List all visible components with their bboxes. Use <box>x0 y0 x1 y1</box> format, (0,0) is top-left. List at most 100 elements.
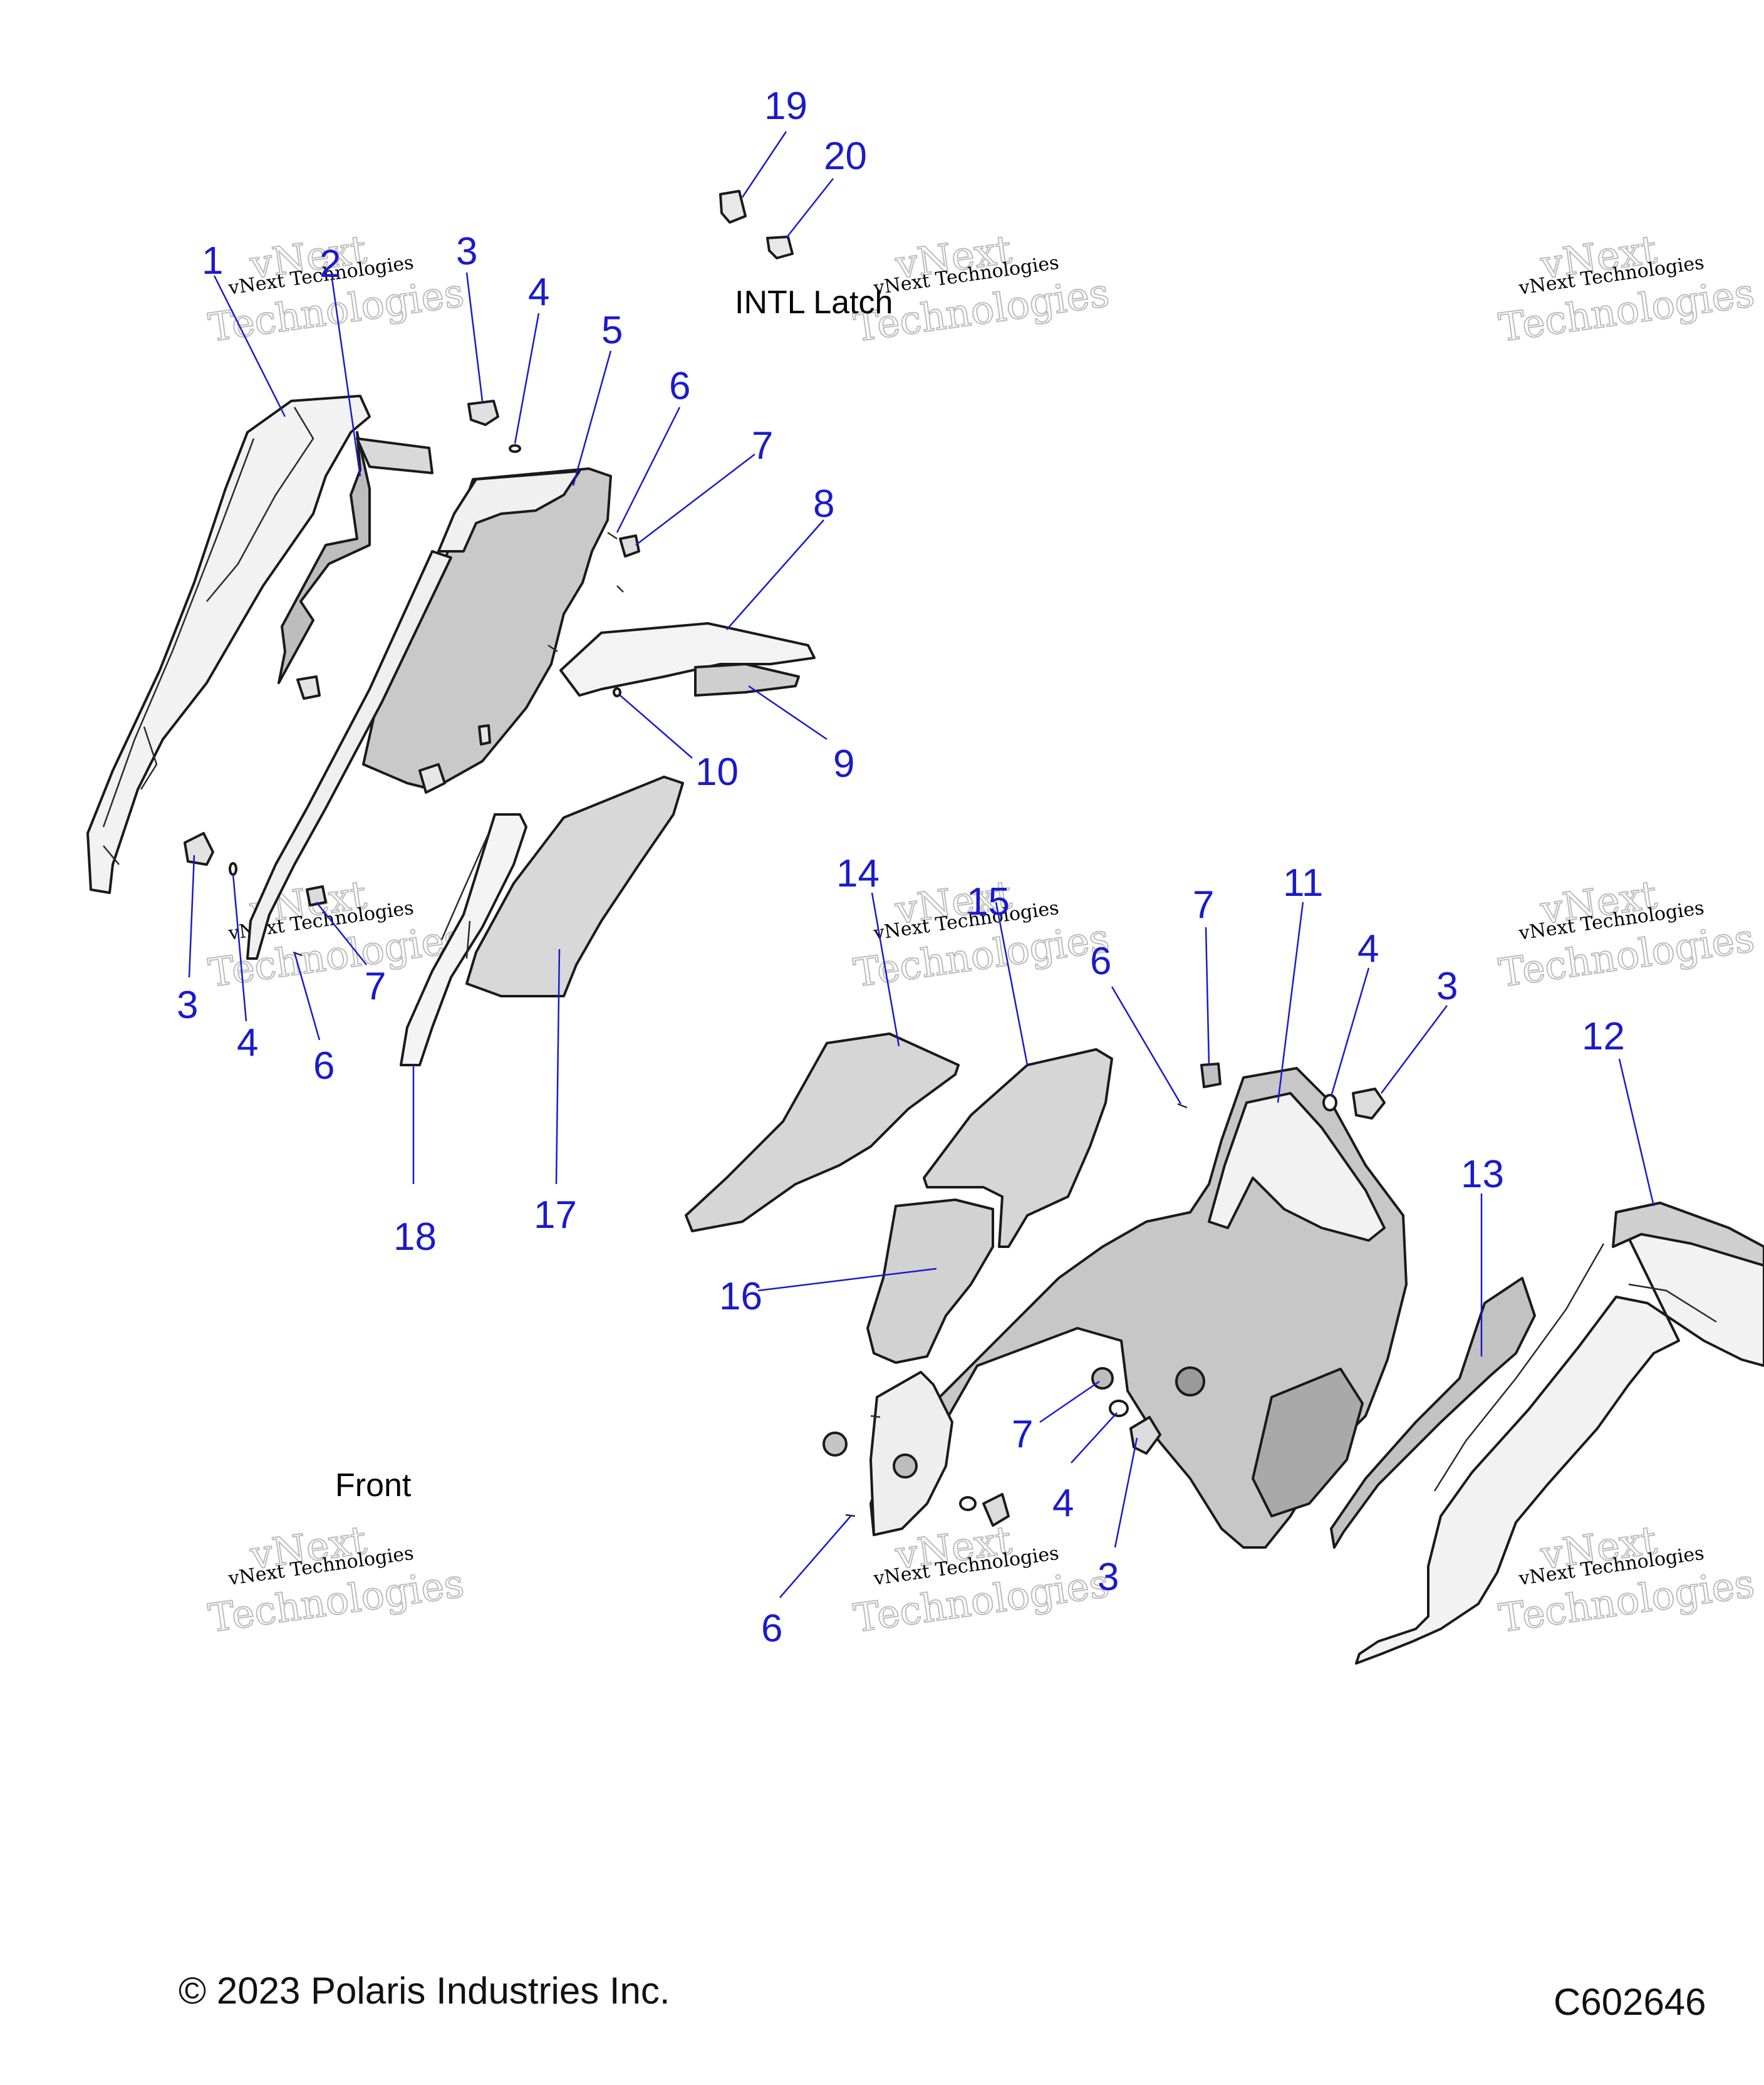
part-1-outer-side-panel <box>86 395 371 894</box>
callout-12: 12 <box>1582 1015 1625 1058</box>
callout-19: 19 <box>764 85 807 128</box>
leader-16 <box>757 1267 937 1292</box>
fastener-3-top <box>467 400 499 426</box>
leader-7a <box>635 454 755 546</box>
callout-6: 6 <box>761 1607 782 1650</box>
part-14-liner-panel <box>685 1032 960 1232</box>
callout-4: 4 <box>1357 927 1379 970</box>
part-1-panel-edge <box>103 726 158 865</box>
callout-1: 1 <box>202 239 223 283</box>
screw-6-top <box>607 531 618 540</box>
fastener-3-right-bottom <box>1129 1416 1161 1455</box>
latch-clip-small <box>478 724 491 746</box>
grommet-7-bottom <box>306 885 327 907</box>
leader-2 <box>331 278 361 477</box>
watermark-bottom-left: vNext vNext Technologies Technologies <box>205 1516 467 1641</box>
grommet-7-left <box>822 1432 848 1457</box>
watermark-top-right: vNext vNext Technologies Technologies <box>1495 226 1757 351</box>
leader-10 <box>620 695 693 759</box>
watermark-layer: vNext vNext Technologies Technologies vN… <box>205 226 1757 1641</box>
watermark-bottom-right: vNext vNext Technologies Technologies <box>1495 1516 1757 1641</box>
callout-6: 6 <box>1090 940 1111 983</box>
callout-9: 9 <box>833 742 854 786</box>
fastener-3-left <box>982 1493 1010 1527</box>
leader-9 <box>748 685 828 741</box>
part-18-inner-edge <box>440 833 490 959</box>
leader-1 <box>213 275 286 417</box>
leader-6d <box>779 1516 851 1598</box>
callout-7: 7 <box>752 424 773 467</box>
screw-misc <box>870 1415 881 1418</box>
part-11-duct <box>1252 1368 1364 1517</box>
part-12-panel-edge <box>1433 1243 1717 1492</box>
screw-6-right-top <box>1177 1103 1188 1109</box>
upper-left-assembly <box>86 190 816 1066</box>
part-13-side-liner <box>1330 1277 1536 1549</box>
part-5-mount-tab <box>418 763 446 794</box>
callout-2: 2 <box>319 242 341 286</box>
part-12-outer-side-panel <box>1355 1202 1764 1665</box>
leader-14 <box>871 892 900 1047</box>
callout-4: 4 <box>1052 1482 1074 1525</box>
part-18-liner-strip <box>400 813 527 1066</box>
part-15-liner-panel <box>923 1048 1113 1248</box>
leader-6a <box>616 407 681 533</box>
leader-17 <box>555 949 561 1185</box>
leader-3b <box>188 855 195 978</box>
callout-7: 7 <box>1012 1413 1033 1456</box>
callout-3: 3 <box>1436 965 1458 1008</box>
leader-lines <box>188 131 1655 1598</box>
callout-5: 5 <box>601 309 623 352</box>
part-12-rear-edge <box>1612 1202 1764 1267</box>
callout-4: 4 <box>237 1021 258 1064</box>
intl-latch-caption: INTL Latch <box>735 284 893 321</box>
washer-4-left <box>959 1496 977 1511</box>
copyright-text: © 2023 Polaris Industries Inc. <box>179 1970 670 2012</box>
callout-4: 4 <box>528 271 549 314</box>
part-9-trim-insert <box>694 663 800 697</box>
latch-clip-mid <box>296 675 321 700</box>
callout-3: 3 <box>456 230 477 273</box>
watermark-top-center: vNext vNext Technologies Technologies <box>850 226 1112 351</box>
leader-4c <box>1330 967 1370 1097</box>
fastener-3-bottom <box>184 832 214 866</box>
part-5-upper-bracket <box>437 470 581 553</box>
part-11-upper-window <box>1208 1092 1386 1242</box>
callout-7: 7 <box>365 965 386 1008</box>
part-1-panel-edge <box>206 407 314 602</box>
leader-4b <box>232 873 247 1022</box>
leader-11 <box>1277 902 1304 1103</box>
leader-7c <box>1205 927 1210 1066</box>
leader-4a <box>514 313 540 444</box>
callout-14: 14 <box>836 852 879 895</box>
callout-6: 6 <box>313 1044 335 1088</box>
part-2-liner-arm <box>356 437 433 474</box>
latch-20 <box>766 236 794 259</box>
washer-10 <box>613 687 621 697</box>
leader-3a <box>465 272 484 402</box>
callout-3: 3 <box>177 984 198 1027</box>
fastener-3-right-top <box>1352 1088 1386 1120</box>
hardware-upper-left <box>184 190 794 957</box>
leader-6b <box>293 952 321 1041</box>
washer-4-right-bottom <box>1109 1400 1129 1417</box>
leader-15 <box>995 902 1029 1066</box>
leader-6c <box>1111 986 1182 1105</box>
leader-19 <box>741 131 787 198</box>
grommet-7-right-top <box>1200 1063 1222 1088</box>
callout-7: 7 <box>1193 883 1214 927</box>
lower-right-assembly <box>685 1032 1764 1665</box>
front-caption: Front <box>335 1467 412 1504</box>
callout-16: 16 <box>719 1275 762 1318</box>
part-17-foam-pad <box>465 776 684 997</box>
part-5-lower-arm <box>246 550 452 960</box>
leader-3d <box>1114 1437 1138 1548</box>
part-8-trim-strip <box>559 622 816 697</box>
grommet-7-right-bottom <box>1091 1367 1114 1390</box>
callout-11: 11 <box>1283 861 1323 905</box>
screw-misc <box>616 585 624 593</box>
callout-labels: 1 2 3 4 5 6 7 8 9 10 19 20 3 4 6 7 18 17… <box>177 85 1625 1650</box>
leader-20 <box>786 178 834 239</box>
